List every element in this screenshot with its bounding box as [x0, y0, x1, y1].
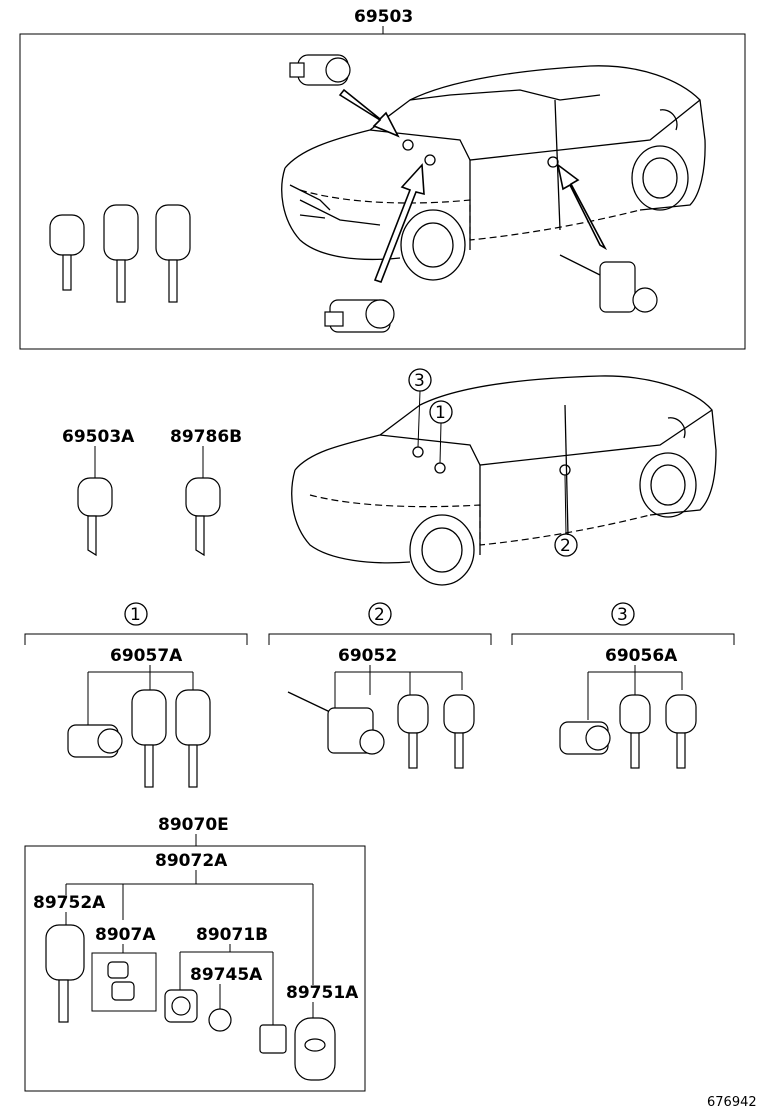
callout-2-middle: 2 [560, 536, 571, 556]
transmitter-assy-number: 89070E [158, 815, 229, 835]
car-illustration-top [281, 65, 706, 281]
key-left [45, 912, 85, 1023]
group-2: 2 69052 [268, 602, 492, 769]
key-blank-b-number: 89786B [170, 427, 242, 447]
arrows-top [338, 88, 608, 283]
door-cylinder-right [559, 254, 658, 313]
housing-part-number: 89071B [196, 925, 268, 945]
callout-1-middle: 1 [435, 403, 446, 423]
housing-part [164, 989, 198, 1023]
group-2-part-number: 69052 [338, 646, 397, 666]
top-assembly-number: 69503 [354, 7, 413, 27]
callout-3-middle: 3 [414, 371, 425, 391]
remote-part [294, 1002, 336, 1081]
group-1-callout: 1 [130, 605, 141, 625]
battery-cover-part [259, 1024, 287, 1054]
case-part [91, 944, 157, 1012]
car-illustration-middle [291, 375, 717, 586]
key-blank-a-number: 69503A [62, 427, 135, 447]
transmitter-frame [24, 845, 366, 1092]
cylinder-lower [324, 299, 395, 333]
diagram-number: 676942 [707, 1095, 757, 1110]
group-1-part-number: 69057A [110, 646, 183, 666]
group-3: 3 69056A [511, 602, 735, 769]
battery-part-number: 89745A [190, 965, 263, 985]
cylinder-upper [289, 54, 351, 86]
key-left-number: 89752A [33, 893, 106, 913]
remote-part-number: 89751A [286, 983, 359, 1003]
group-3-callout: 3 [617, 605, 628, 625]
group-3-part-number: 69056A [605, 646, 678, 666]
group-2-callout: 2 [374, 605, 385, 625]
group-1: 1 69057A [24, 602, 248, 788]
battery-part [208, 984, 232, 1032]
transmitter-sub-number: 89072A [155, 851, 228, 871]
callouts-middle: 3 1 2 [408, 368, 578, 557]
key-blank-a [77, 477, 113, 557]
case-part-number: 8907A [95, 925, 156, 945]
key-set-top [49, 204, 191, 303]
key-blank-b [185, 477, 221, 557]
top-assembly-frame [19, 33, 746, 350]
